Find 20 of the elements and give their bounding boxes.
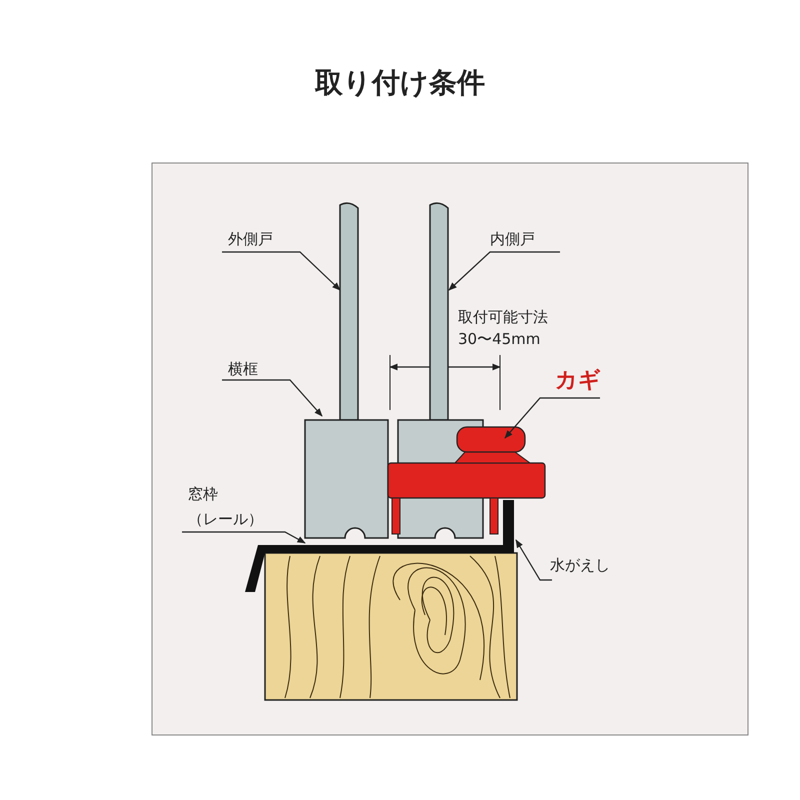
inner-door-panel xyxy=(429,202,449,421)
title: 取り付け条件 xyxy=(314,66,486,100)
part-label: カギ xyxy=(555,368,601,394)
leader-line xyxy=(222,379,323,417)
leader-line xyxy=(515,539,552,581)
leader-line xyxy=(448,251,560,291)
part-label: 横框 xyxy=(228,360,258,378)
part-label: 窓枠（レール） xyxy=(188,482,266,532)
leader-line xyxy=(182,531,306,544)
window-rail xyxy=(245,545,514,592)
leader-line xyxy=(504,397,600,439)
dimension-label: 取付可能寸法 30〜45mm xyxy=(458,307,549,350)
lock-drawing xyxy=(387,426,546,534)
sash-frame xyxy=(304,419,389,539)
outer-door-panel xyxy=(339,202,359,421)
part-label: 内側戸 xyxy=(490,230,535,248)
part-label: 水がえし xyxy=(550,556,610,574)
leader-line xyxy=(222,251,341,291)
drip-edge xyxy=(503,500,514,545)
part-label: 外側戸 xyxy=(228,230,273,248)
